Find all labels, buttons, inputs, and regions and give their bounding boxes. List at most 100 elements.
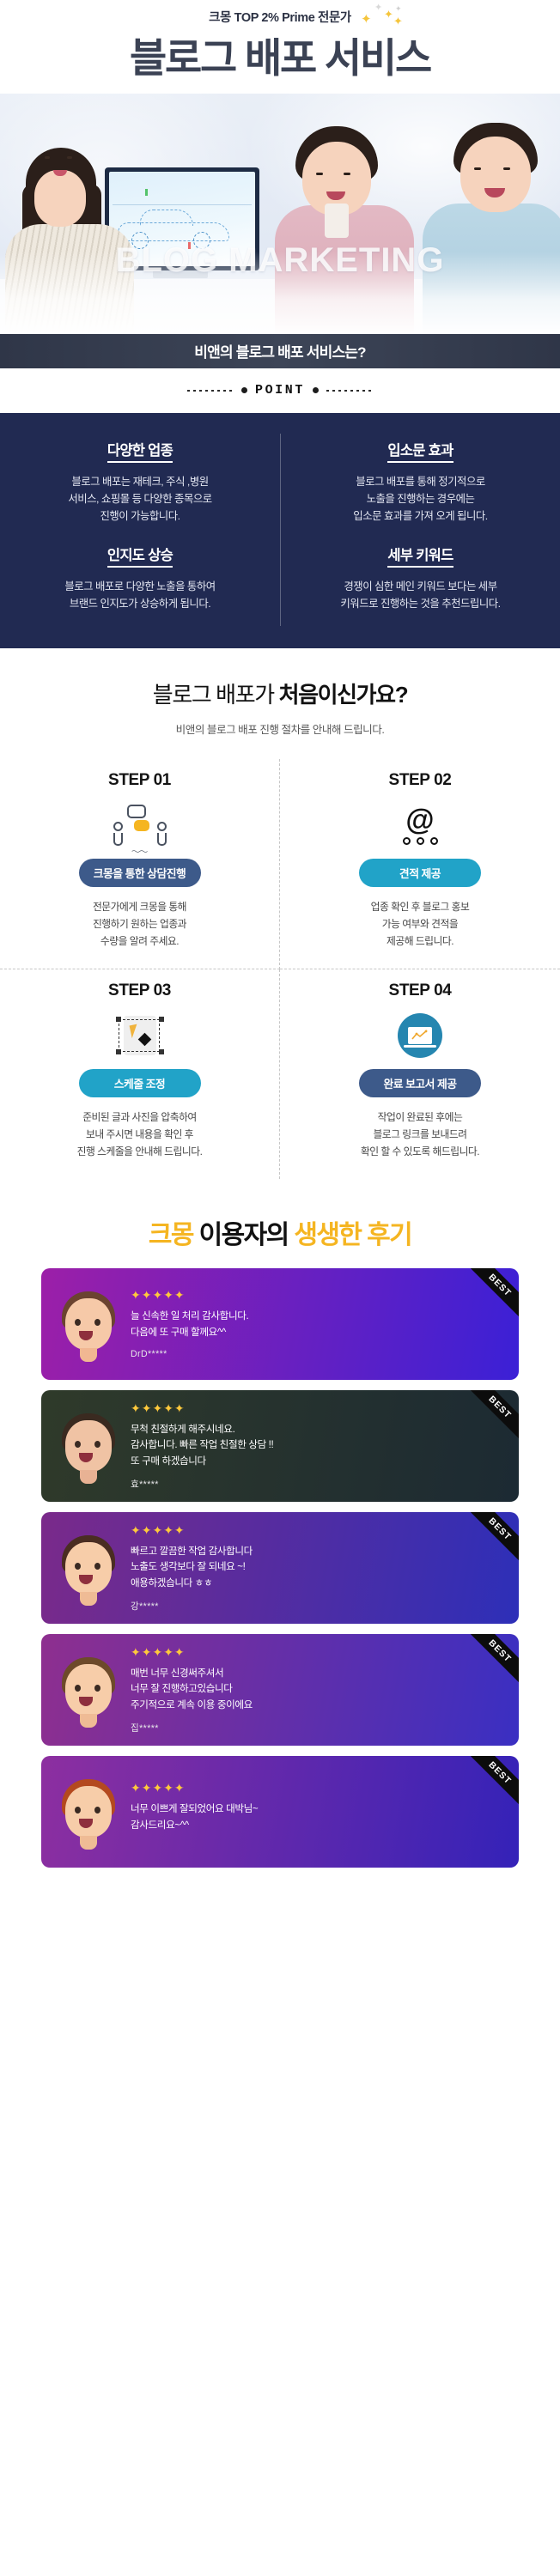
bullet-dot-icon: [240, 387, 247, 394]
hero-fade-overlay: [0, 251, 560, 334]
review-username: 강*****: [131, 1601, 159, 1613]
point-column-left: 다양한 업종 블로그 배포는 재테크, 주식 ,병원 서비스, 쇼핑몰 등 다양…: [0, 434, 280, 626]
page-title: 블로그 배포 서비스: [129, 35, 432, 81]
point-heading: 입소문 효과: [387, 439, 453, 463]
review-text: 늘 신속한 일 처리 감사합니다. 다음에 또 구매 할께요^^: [131, 1310, 249, 1338]
point-grid-section: 다양한 업종 블로그 배포는 재테크, 주식 ,병원 서비스, 쇼핑몰 등 다양…: [0, 412, 560, 649]
car-wheel: [193, 231, 210, 249]
eyebrow-banner: 크몽 TOP 2% Prime 전문가 ✦ ✦ ✦ ✦ ✦: [0, 0, 560, 31]
review-card: ✦✦✦✦✦무척 친절하게 해주시네요. 감사합니다. 빠른 작업 친절한 상담 …: [41, 1390, 519, 1503]
avatar-face: [65, 1664, 112, 1716]
point-item: 인지도 상승 블로그 배포로 다양한 노출을 통하여 브랜드 인지도가 상승하게…: [12, 538, 268, 626]
eye: [474, 167, 481, 170]
avatar-neck: [80, 1836, 97, 1850]
step-description: 작업이 완료된 후에는 블로그 링크를 보내드려 확인 할 수 있도록 해드립니…: [360, 1111, 480, 1158]
step-description: 업종 확인 후 블로그 홍보 가능 여부와 견적을 제공해 드립니다.: [370, 901, 470, 948]
steps-section: 블로그 배포가 처음이신가요? 비앤의 블로그 배포 진행 절차를 안내해 드립…: [0, 648, 560, 1185]
avatar: [52, 1525, 125, 1611]
avatar-mouth: [79, 1819, 93, 1829]
avatar-mouth: [79, 1575, 93, 1585]
mouth: [326, 191, 345, 200]
reviews-list: ✦✦✦✦✦ 늘 신속한 일 처리 감사합니다. 다음에 또 구매 할께요^^ DrD…: [0, 1268, 560, 1868]
avatar-neck: [80, 1592, 97, 1607]
avatar-neck: [80, 1714, 97, 1728]
dotted-line-left: [186, 389, 234, 392]
step-number: STEP 04: [388, 981, 452, 1000]
point-body: 블로그 배포로 다양한 노출을 통하여 브랜드 인지도가 상승하게 됩니다.: [64, 580, 216, 610]
point-column-right: 입소문 효과 블로그 배포를 통해 정기적으로 노출을 진행하는 경우에는 입소…: [280, 433, 560, 627]
reviews-title: 크몽 이용자의 생생한 후기: [0, 1213, 560, 1251]
review-body: ✦✦✦✦✦무척 친절하게 해주시네요. 감사합니다. 빠른 작업 친절한 상담 …: [125, 1402, 508, 1492]
point-item: 입소문 효과 블로그 배포를 통해 정기적으로 노출을 진행하는 경우에는 입소…: [293, 434, 548, 538]
review-username: DrD*****: [131, 1349, 167, 1360]
car-blueprint-icon: [118, 209, 229, 249]
review-body: ✦✦✦✦✦ 빠르고 깔끔한 작업 감사합니다 노출도 생각보다 잘 되네요 ~! …: [125, 1524, 508, 1613]
point-divider: POINT: [0, 368, 560, 413]
blueprint-guide-line: [113, 204, 252, 205]
step-badge[interactable]: 완료 보고서 제공: [359, 1069, 481, 1098]
sparkle-icon-group: ✦ ✦ ✦ ✦ ✦: [356, 2, 407, 27]
face: [302, 141, 371, 216]
network-dots-icon: [402, 837, 438, 846]
review-card: ✦✦✦✦✦너무 이쁘게 잘되었어요 대박님~ 감사드리요~^^BEST: [41, 1756, 519, 1868]
point-heading: 인지도 상승: [107, 544, 173, 568]
avatar-eye: [94, 1441, 100, 1449]
point-label: POINT: [254, 383, 305, 398]
eye: [67, 155, 72, 159]
step-card-01: STEP 01 크몽을 통한 상담진행 전문가에게 크몽을 통해 진행하기 원하…: [0, 759, 280, 970]
report-chart-icon: [297, 1011, 543, 1060]
eye: [344, 172, 350, 175]
sparkle-icon: ✦: [374, 3, 383, 13]
eye: [316, 172, 323, 175]
review-text: 빠르고 깔끔한 작업 감사합니다 노출도 생각보다 잘 되네요 ~! 애용하겠습…: [131, 1545, 253, 1589]
face: [460, 136, 531, 212]
step-description: 전문가에게 크몽을 통해 진행하기 원하는 업종과 수량을 알려 주세요.: [92, 901, 187, 948]
step-card-04: STEP 04 완료 보고서 제공 작업이 완료된 후에는 블로그 링크를 보내…: [280, 969, 560, 1179]
avatar-eye: [94, 1807, 100, 1814]
point-body: 블로그 배포를 통해 정기적으로 노출을 진행하는 경우에는 입소문 효과를 가…: [353, 475, 488, 522]
avatar-eye: [94, 1685, 100, 1692]
steps-title-bold: 처음이신가요?: [278, 682, 409, 708]
mouth: [484, 187, 505, 197]
service-intro-text: 비앤의 블로그 배포 서비스는?: [194, 344, 366, 361]
star-rating-icon: ✦✦✦✦✦: [131, 1400, 186, 1415]
step-badge[interactable]: 스케줄 조정: [78, 1069, 201, 1098]
bullet-dot-icon: [313, 387, 319, 394]
point-item: 세부 키워드 경쟁이 심한 메인 키워드 보다는 세부 키워드로 진행하는 것을…: [293, 538, 548, 626]
reviews-title-part2: 이용자의: [198, 1221, 295, 1250]
avatar-face: [65, 1786, 112, 1838]
mouth: [53, 169, 67, 176]
eye: [45, 155, 50, 159]
shirt-collar: [325, 203, 349, 238]
avatar-eye: [94, 1319, 100, 1327]
step-number: STEP 01: [108, 771, 171, 790]
star-rating-icon: ✦✦✦✦✦: [131, 1522, 186, 1537]
step-badge[interactable]: 크몽을 통한 상담진행: [78, 859, 201, 888]
sparkle-icon: ✦: [393, 15, 403, 27]
step-number: STEP 03: [108, 981, 171, 1000]
step-badge[interactable]: 견적 제공: [359, 859, 481, 888]
review-card: ✦✦✦✦✦ 빠르고 깔끔한 작업 감사합니다 노출도 생각보다 잘 되네요 ~! …: [41, 1512, 519, 1625]
car-wheel: [131, 231, 149, 249]
avatar: [52, 1281, 125, 1367]
review-card: ✦✦✦✦✦ 매번 너무 신경써주셔서 너무 잘 진행하고있습니다 주기적으로 계속…: [41, 1634, 519, 1747]
review-text: 매번 너무 신경써주셔서 너무 잘 진행하고있습니다 주기적으로 계속 이용 중…: [131, 1667, 253, 1710]
reviews-title-part3: 생생한 후기: [294, 1221, 412, 1250]
star-rating-icon: ✦✦✦✦✦: [131, 1644, 186, 1659]
star-rating-icon: ✦✦✦✦✦: [131, 1288, 186, 1303]
point-heading: 다양한 업종: [107, 439, 173, 463]
face: [34, 169, 86, 227]
avatar-mouth: [79, 1331, 93, 1341]
review-body: ✦✦✦✦✦ 매번 너무 신경써주셔서 너무 잘 진행하고있습니다 주기적으로 계속…: [125, 1646, 508, 1735]
sparkle-icon: ✦: [384, 8, 393, 21]
blueprint-marker-red: [188, 241, 191, 249]
reviews-section: 크몽 이용자의 생생한 후기 ✦✦✦✦✦ 늘 신속한 일 처리 감사합니다. 다음…: [0, 1184, 560, 1891]
avatar-face: [65, 1298, 112, 1351]
avatar: [52, 1403, 125, 1489]
blueprint-marker-green: [145, 188, 148, 196]
sparkle-icon: ✦: [395, 4, 402, 13]
hero-watermark: BLOG MARKETING: [115, 240, 445, 279]
sparkle-icon: ✦: [361, 12, 372, 27]
review-text: 너무 이쁘게 잘되었어요 대박님~ 감사드리요~^^: [131, 1803, 259, 1831]
avatar-mouth: [79, 1453, 93, 1463]
